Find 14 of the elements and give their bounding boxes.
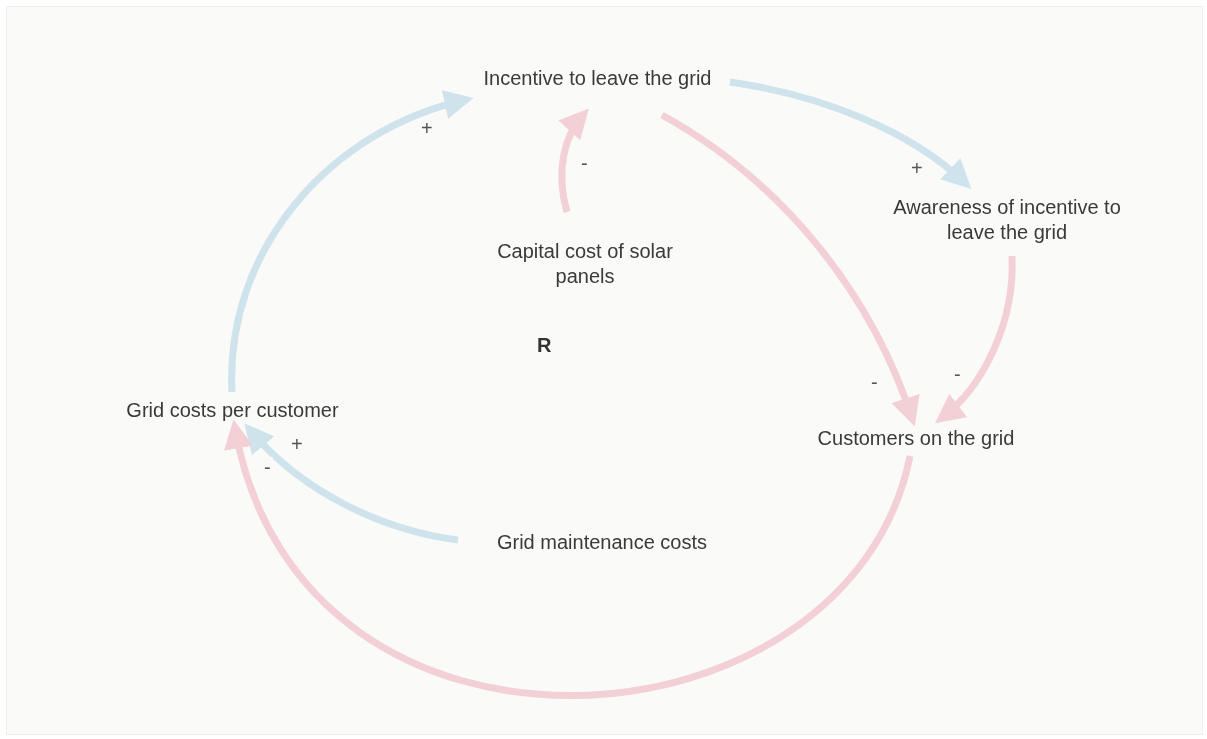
node-label: Grid maintenance costs: [496, 529, 708, 555]
node-label: Awareness of incentive to leave the grid: [892, 195, 1122, 245]
loop-label: R: [537, 334, 552, 357]
arrow: [729, 78, 972, 189]
node-label: Customers on the grid: [817, 425, 1015, 451]
arrow: [558, 108, 589, 213]
node-label: Incentive to leave the grid: [483, 65, 712, 91]
arrow: [228, 91, 474, 393]
arrow: [244, 423, 459, 544]
arrow: [226, 419, 914, 699]
arrow: [660, 112, 919, 427]
node-label: Capital cost of solar panels: [496, 239, 674, 289]
node-label: Grid costs per customer: [126, 397, 339, 423]
arrow: [935, 256, 1016, 424]
